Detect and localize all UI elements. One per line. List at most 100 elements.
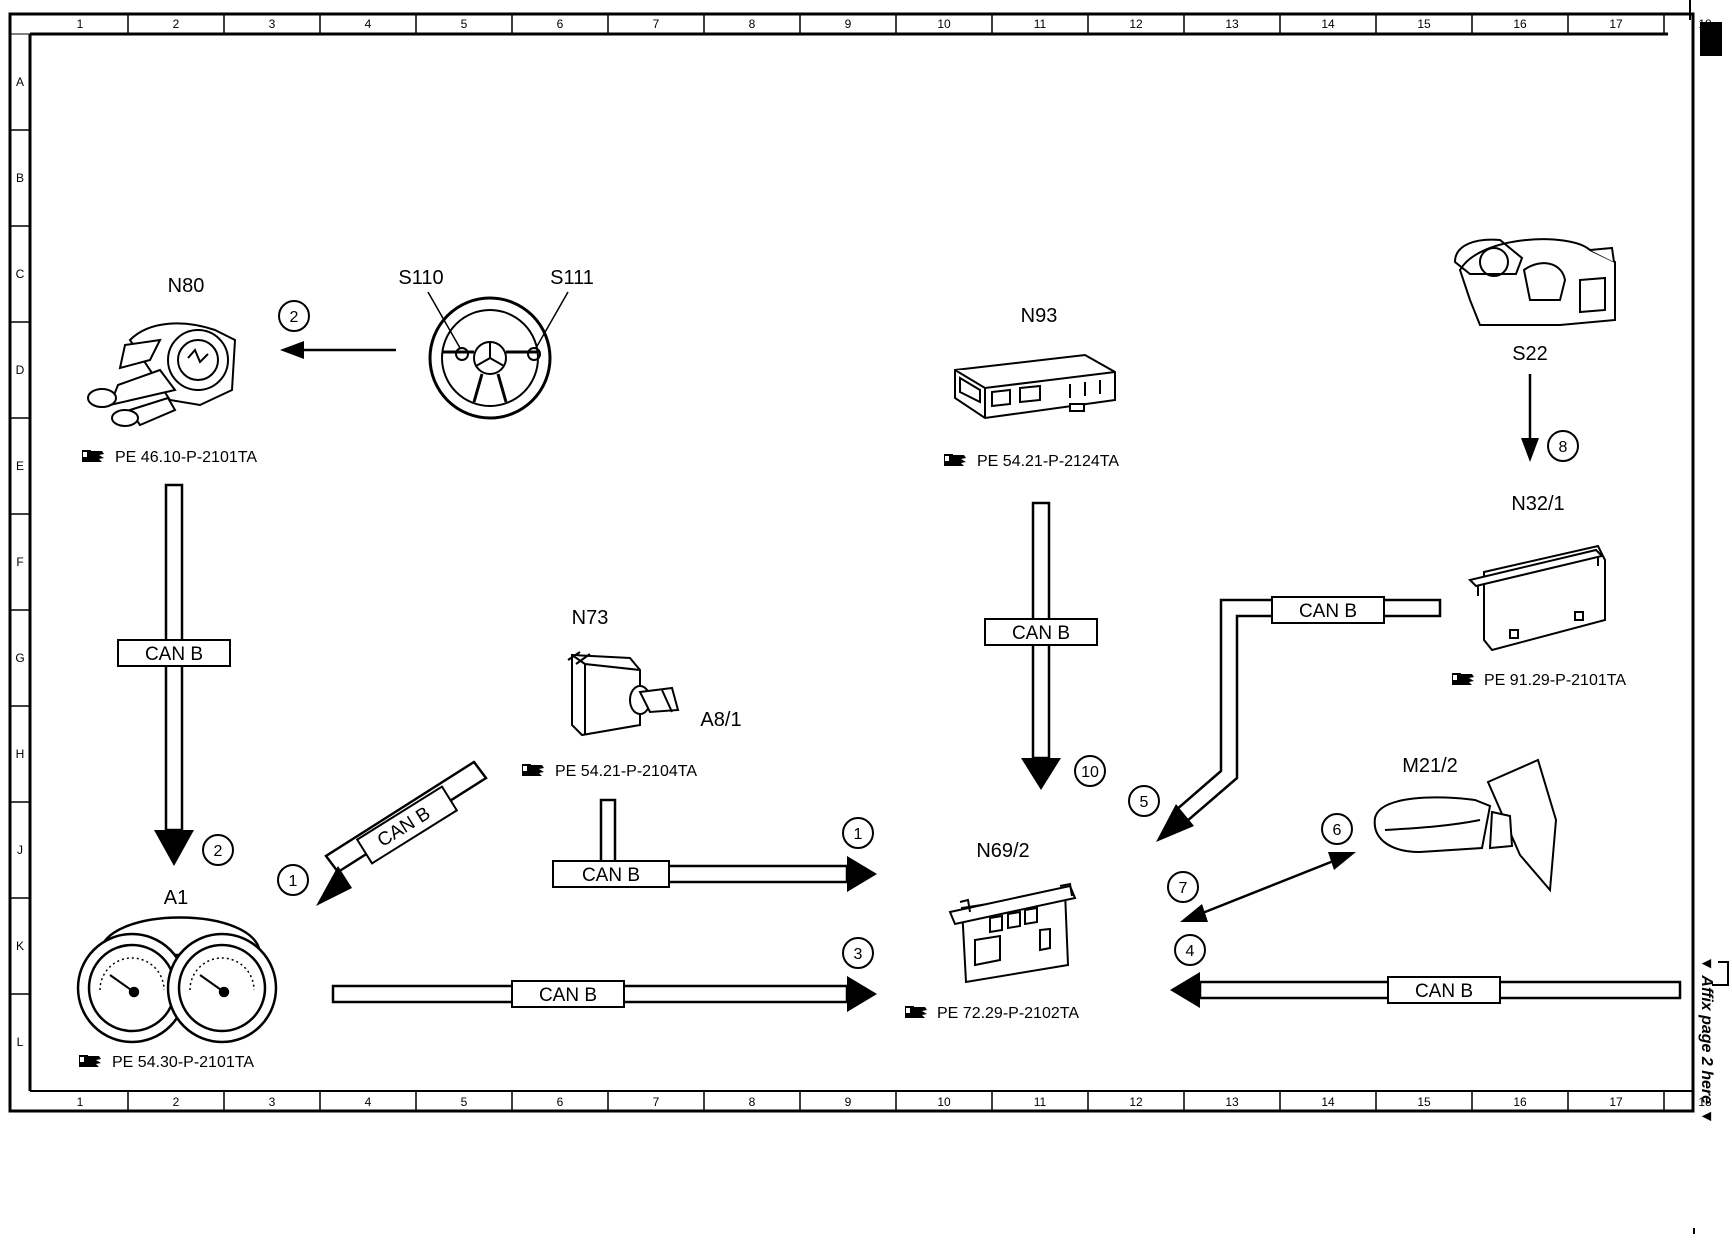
can-label-n80-a1: CAN B [145,644,203,665]
label-s22: S22 [1512,343,1548,365]
column-label: 13 [1225,17,1239,31]
svg-text:PE 91.29-P-2101TA: PE 91.29-P-2101TA [1484,672,1626,689]
can-bus-labels: CAN B CAN B CAN B CAN B CAN B CAN B CAN … [145,601,1473,1006]
svg-text:PE 72.29-P-2102TA: PE 72.29-P-2102TA [937,1005,1079,1022]
marker-10: 10 [1081,764,1099,781]
column-label: 13 [1225,1095,1239,1109]
n69-2-module-illustration [948,882,1077,984]
column-label: 7 [653,1095,660,1109]
row-label: G [15,651,24,665]
can-line-a1-to-n69-2 [331,976,877,1012]
marker-6: 6 [1333,822,1342,839]
label-n73: N73 [572,607,609,629]
can-label-n73-n69-2: CAN B [582,865,640,886]
column-label: 1 [77,1095,84,1109]
affix-note: ▼ Affix page 2 here ▼ [1698,956,1715,1125]
can-line-external-to-n69-2 [1170,972,1682,1008]
column-label: 12 [1129,17,1143,31]
column-label: 15 [1417,17,1431,31]
row-label: A [16,75,24,89]
label-s111: S111 [550,267,594,289]
row-label: H [16,747,25,761]
row-label: C [16,267,25,281]
column-label: 11 [1034,1095,1047,1109]
component-labels: N80 S110 S111 N93 S22 N32/1 N73 A8/1 M21… [164,267,1565,909]
svg-text:PE 54.30-P-2101TA: PE 54.30-P-2101TA [112,1054,254,1071]
can-line-n73-to-n69-2 [552,798,877,892]
can-line-n32-1-to-n69-2 [1156,596,1442,842]
label-a8-1: A8/1 [700,709,741,731]
n80-steering-column-module [87,322,237,427]
column-label: 16 [1513,17,1527,31]
row-label: K [16,939,24,953]
column-label: 17 [1609,17,1623,31]
m21-2-mirror-illustration [1373,758,1558,893]
page-edge-marks [1689,0,1729,1234]
s22-seat-switch-illustration [1453,238,1616,326]
column-label: 6 [557,1095,564,1109]
column-label: 4 [365,1095,372,1109]
n32-1-module-illustration [1468,544,1606,652]
svg-text:PE 54.21-P-2124TA: PE 54.21-P-2124TA [977,453,1119,470]
column-label: 9 [845,1095,852,1109]
ref-n69-2: PE 72.29-P-2102TA [905,1005,1079,1022]
row-label: E [16,459,24,473]
marker-5: 5 [1140,794,1149,811]
can-line-n80-to-a1 [117,483,231,866]
marker-8: 8 [1559,439,1568,456]
can-label-a1-n69-2: CAN B [539,985,597,1006]
drawing-frame [8,12,1695,1113]
column-label: 15 [1417,1095,1431,1109]
column-ticks-top [127,14,1665,34]
column-label: 3 [269,17,276,31]
marker-1: 1 [289,873,298,890]
column-label: 2 [173,17,180,31]
label-m21-2: M21/2 [1402,755,1458,777]
column-label: 10 [937,1095,951,1109]
column-label: 14 [1321,17,1335,31]
svg-text:PE 46.10-P-2101TA: PE 46.10-P-2101TA [115,449,257,466]
marker-4: 4 [1186,943,1195,960]
arrow-s110-to-n80 [280,341,396,359]
column-label: 9 [845,17,852,31]
can-label-n32-1-n69-2: CAN B [1299,601,1357,622]
column-label: 4 [365,17,372,31]
label-s110: S110 [398,267,443,289]
n73-ignition-switch-illustration [567,651,680,737]
column-label: 7 [653,17,660,31]
column-label: 3 [269,1095,276,1109]
number-marker-labels: 2 2 1 1 3 10 5 6 7 4 8 [214,309,1568,963]
column-label: 11 [1034,17,1047,31]
column-label: 16 [1513,1095,1527,1109]
row-label: B [16,171,24,185]
row-label: D [16,363,25,377]
marker-2: 2 [290,309,299,326]
label-a1: A1 [164,887,188,909]
ref-n93: PE 54.21-P-2124TA [944,453,1119,470]
can-label-n93-n69-2: CAN B [1012,623,1070,644]
column-label: 5 [461,1095,468,1109]
column-labels-top: 1 2 3 4 5 6 7 8 9 10 11 12 13 14 15 16 1… [77,17,1712,31]
arrow-s22-to-n32-1 [1521,374,1539,462]
column-label: 17 [1609,1095,1623,1109]
column-label: 5 [461,17,468,31]
arrow-m21-2-n69-2 [1180,852,1356,922]
column-label: 8 [749,17,756,31]
column-label: 8 [749,1095,756,1109]
can-line-n73-to-a1 [316,760,488,906]
ref-a1: PE 54.30-P-2101TA [79,1054,254,1071]
marker-3: 3 [854,946,863,963]
ref-n80: PE 46.10-P-2101TA [82,449,257,466]
column-label: 10 [937,17,951,31]
label-n69-2: N69/2 [976,840,1029,862]
marker-1: 1 [854,826,863,843]
marker-2: 2 [214,843,223,860]
column-label: 1 [77,17,84,31]
can-line-n93-to-n69-2 [984,501,1098,790]
marker-7: 7 [1179,880,1188,897]
can-label-external-n69-2: CAN B [1415,981,1473,1002]
column-label: 6 [557,17,564,31]
row-label: F [16,555,23,569]
steering-wheel-illustration [427,291,569,420]
